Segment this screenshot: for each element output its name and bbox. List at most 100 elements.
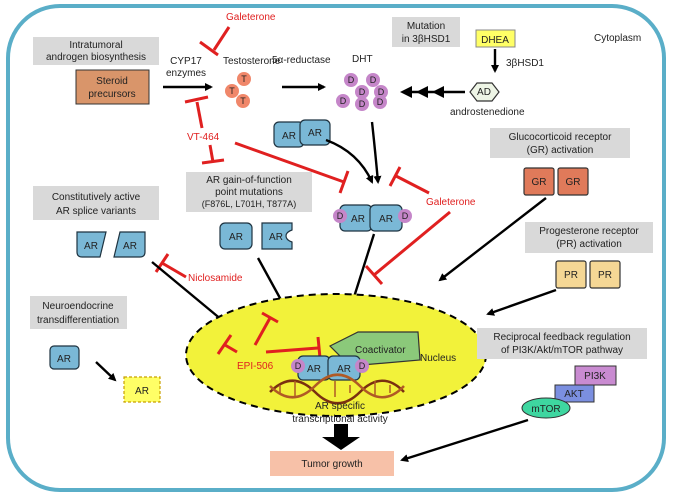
gof-mutant-ar: AR AR [219,222,293,250]
svg-text:D: D [378,87,385,97]
ad-hexagon [469,82,500,102]
svg-text:mTOR: mTOR [531,404,560,415]
svg-text:T: T [240,96,246,106]
gr-line1: Glucocorticoid receptor [509,132,612,143]
gof-line3: (F876L, L701H, T877A) [202,199,296,209]
three-beta-label: 3βHSD1 [506,58,544,69]
neuro-ar: AR [49,345,80,370]
ar-specific-line2: transcriptional activity [292,414,388,425]
galeterone-mid-inhibition [388,166,430,195]
ar-specific-line1: AR specific [315,401,365,412]
svg-text:AR: AR [269,232,283,243]
gr-arrow [438,197,547,282]
recip-line2: of PI3K/Akt/mTOR pathway [501,345,623,356]
svg-text:AR: AR [307,364,321,375]
dna-helix [269,373,405,405]
ar-dimer-upper: AR AR [273,119,331,148]
gof-line2: point mutations [215,187,283,198]
svg-text:GR: GR [532,177,547,188]
svg-text:D: D [359,99,366,109]
svg-text:AR: AR [84,241,98,252]
reciprocal-feedback-box [477,328,647,359]
gof-box [186,172,312,212]
neuro-arrow [95,361,117,382]
dht-to-ar-arrow [370,121,382,184]
mutation-line1: Mutation [407,21,445,32]
splice-variants-box [33,186,159,220]
galeterone-top-inhibition [199,26,231,57]
pr-box [525,222,653,253]
neuro-ar-lost: AR [123,376,161,403]
galeterone-mid-inhibition-2 [364,210,451,285]
vt464-label: VT-464 [187,132,220,143]
svg-text:GR: GR [566,177,581,188]
testosterone-label: Testosterone [223,56,281,67]
cell-membrane [6,4,666,492]
svg-text:AR: AR [229,232,243,243]
svg-text:D: D [359,87,366,97]
svg-text:AR: AR [57,354,71,365]
ar-dimer-dht-bound: D D AR AR [333,204,412,232]
cyp17-line1: CYP17 [170,56,202,67]
pr-line1: Progesterone receptor [539,226,639,237]
svg-text:PR: PR [598,270,612,281]
tumor-growth-label: Tumor growth [301,459,362,470]
svg-text:AR: AR [308,128,322,139]
tumor-growth-box [270,451,394,476]
splice-line2: AR splice variants [56,206,136,217]
svg-text:D: D [377,97,384,107]
dht-molecules: D D D D D D D [336,73,388,111]
svg-text:AR: AR [337,364,351,375]
ar-binding-arrow [325,138,374,184]
cyp17-line2: enzymes [166,68,206,79]
cytoplasm-label: Cytoplasm [594,33,641,44]
neuroendocrine-box [30,296,127,329]
svg-text:D: D [359,361,366,371]
epi506-inhibitions [216,311,322,359]
svg-text:D: D [348,75,355,85]
gof-line1: AR gain-of-function [206,175,292,186]
steroid-precursors-box [75,69,150,105]
androstenedione-label: androstenedione [450,107,525,118]
svg-text:T: T [241,74,247,84]
svg-text:AR: AR [135,386,149,397]
nucleus-label: Nucleus [420,353,456,364]
ad-label: AD [477,87,491,98]
intratumoral-box [33,37,159,65]
svg-text:D: D [370,75,377,85]
niclosamide-inhibition [154,253,187,279]
svg-text:AKT: AKT [564,389,583,400]
mutation-box [392,17,460,47]
dhea-label: DHEA [481,35,509,46]
mutation-line2: in 3βHSD1 [402,34,451,45]
svg-text:D: D [295,361,302,371]
splice-line1: Constitutively active [52,192,141,203]
recip-line1: Reciprocal feedback regulation [493,332,630,343]
pr-dimer: PR PR [555,260,621,289]
intratumoral-line2: androgen biosynthesis [46,52,146,63]
svg-text:AR: AR [379,214,393,225]
gr-box [490,128,630,158]
svg-text:AR: AR [351,214,365,225]
pi3k-arrow [400,418,529,462]
nucleus-to-tumor-arrow [322,424,360,450]
steroid-line1: Steroid [96,76,128,87]
niclosamide-label: Niclosamide [188,273,243,284]
neuro-line1: Neuroendocrine [42,301,114,312]
svg-text:PR: PR [564,270,578,281]
coactivator-label: Coactivator [355,345,406,356]
svg-text:AR: AR [123,241,137,252]
svg-text:D: D [402,211,409,221]
steroid-line2: precursors [88,89,135,100]
vt464-inhibition-ar [234,141,350,194]
svg-text:AR: AR [282,131,296,142]
vt464-inhibition-gof [201,144,225,165]
dht-label: DHT [352,54,373,65]
intratumoral-line1: Intratumoral [69,40,122,51]
epi506-label: EPI-506 [237,361,274,372]
svg-text:D: D [337,211,344,221]
gr-line2: (GR) activation [527,145,594,156]
svg-text:T: T [229,86,235,96]
dhea-box [475,29,516,48]
testosterone-molecules: T T T [225,72,251,108]
